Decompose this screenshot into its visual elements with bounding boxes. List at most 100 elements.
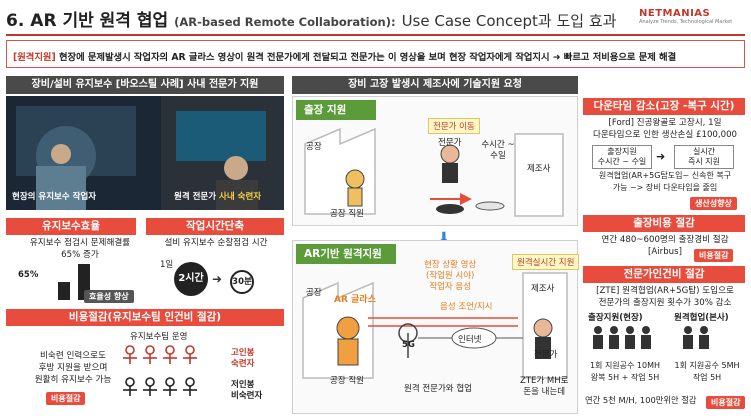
- labor-remote-line1: 1회 지원공수 5MH: [674, 361, 740, 370]
- zte-note-line2: 돈을 내는데: [523, 387, 566, 397]
- downtime-box-onsite: 출장지원 수시간 ~ 수일: [592, 145, 652, 169]
- onsite-factory-label: 공장: [306, 142, 322, 152]
- ar-support-header: AR기반 원격지원: [296, 244, 396, 264]
- onsite-expert-label: 전문가: [438, 138, 462, 148]
- ar-glass-label: AR 글라스: [334, 295, 376, 305]
- realtime-callout: 원격실시간 지원: [512, 254, 580, 270]
- photo-caption-right: 원격 전문가 사내 숙련자: [174, 190, 261, 202]
- labor-cost-line2: 전문가의 출장지원 횟수가 30% 감소: [598, 298, 732, 308]
- internet-label: 인터넷: [458, 335, 482, 345]
- downtime-conclusion: 원격협업(AR+5G탑도입~ 신속한 복구 가능 ~> 장비 다운타임을 줄임: [585, 170, 745, 194]
- productivity-badge: 생산성향상: [690, 197, 737, 210]
- summary-banner: [원격지원] 현장에 문제발생시 작업자의 AR 글라스 영상이 원격 전문가에…: [6, 40, 745, 68]
- labor-foot: 연간 5천 M/H, 100만위안 절감: [585, 395, 697, 405]
- arrow-down-icon: ⬇: [438, 230, 450, 246]
- time-comparison: 1일 2시간 ➜ 30분: [160, 258, 280, 298]
- labor-people-icon: [593, 326, 709, 349]
- legend-high: 고인봉 숙련자: [231, 348, 254, 370]
- ar-worker-label: 공장 직원: [330, 376, 364, 386]
- trip-cost-badge: 비용절감: [694, 249, 734, 262]
- collab-label: 원격 전문가와 협업: [404, 384, 472, 394]
- time-text: 설비 유지보수 순찰점검 시간: [164, 238, 268, 248]
- video-line2: (작업원 시야): [425, 271, 475, 281]
- time-badge-2h: 2시간: [174, 262, 208, 296]
- labor-badge: 비용절감: [706, 396, 746, 409]
- zte-note-line1: ZTE가 MH로: [520, 376, 569, 386]
- team-people-icon: [123, 345, 197, 396]
- title-number: 6.: [6, 11, 25, 31]
- onsite-support-diagram: [304, 127, 564, 217]
- labor-remote-detail: 1회 지원공수 5MH 작업 5H: [668, 360, 746, 384]
- cost-header: 비용절감(유지보수팀 인건비 절감): [6, 309, 284, 326]
- expert-moving-callout: 전문가 이동: [428, 118, 480, 134]
- cost-badge: 비용절감: [46, 392, 86, 405]
- box-onsite-line1: 출장지원: [607, 147, 637, 156]
- time-badge-30m: 30분: [230, 270, 254, 294]
- left-section-header: 장비/설비 유지보수 [바오스틸 사례] 사내 전문가 지원: [6, 76, 284, 94]
- onsite-support-header: 출장 지원: [296, 100, 376, 120]
- efficiency-text: 유지보수 점검시 문제해결률 65% 증가: [24, 237, 136, 261]
- trip-cost-line1: 연간 480~600명의 출장경비 절감: [601, 235, 729, 245]
- trip-cost-line2: [Airbus]: [648, 247, 682, 257]
- downtime-conclusion-line2: 가능 ~> 장비 다운타임을 줄임: [612, 183, 718, 192]
- cost-text-line3: 원활히 유지보수 가능: [34, 375, 112, 385]
- labor-col-remote: 원격협업(본사): [674, 313, 729, 323]
- voice-advice-label: 음성 조언/지시: [440, 302, 493, 312]
- efficiency-bar-before: [58, 282, 70, 300]
- ar-maker-label: 제조사: [531, 284, 555, 294]
- legend-high-line1: 고인봉: [231, 348, 255, 358]
- arrow-right-icon: ➜: [212, 272, 223, 286]
- box-realtime-line2: 즉시 지원: [688, 157, 720, 166]
- fiveg-label: 5G: [402, 340, 415, 350]
- downtime-text: [Ford] 진공왕골로 고장시, 1일 다운타임으로 인한 생산손실 £100…: [585, 117, 745, 141]
- video-line3: 작업자 음성: [429, 282, 472, 292]
- efficiency-text-line2: 65% 증가: [61, 250, 99, 260]
- maintenance-photo: 현장의 유지보수 작업자 원격 전문가 사내 숙련자: [6, 96, 284, 210]
- box-realtime-line1: 실시간: [692, 147, 716, 156]
- efficiency-badge: 효율성 향상: [84, 290, 134, 303]
- banner-text: 현장에 문제발생시 작업자의 AR 글라스 영상이 원격 전문가에게 전달되고 …: [58, 52, 677, 63]
- efficiency-text-line1: 유지보수 점검시 문제해결률: [29, 238, 131, 248]
- legend-high-line2: 숙련자: [231, 359, 255, 369]
- labor-onsite-detail: 1회 지원공수 10MH 왕복 5H + 작업 5H: [585, 360, 665, 384]
- video-line1: 현장 상황 영상: [424, 260, 477, 270]
- legend-low: 저인봉 비숙련자: [231, 380, 262, 402]
- middle-section-header: 장비 고장 발생시 제조사에 기술지원 요청: [292, 76, 578, 94]
- efficiency-header: 유지보수효율: [6, 218, 136, 235]
- ar-support-diagram: [302, 272, 568, 379]
- ar-factory-label: 공장: [306, 288, 322, 298]
- labor-col-onsite: 출장지원(현장): [588, 313, 643, 323]
- box-onsite-line2: 수시간 ~ 수일: [597, 157, 647, 166]
- labor-cost-header: 전문가인건비 절감: [583, 266, 745, 283]
- cost-text: 비숙련 인력으로도 후방 지원을 받으며 원활히 유지보수 가능: [28, 350, 118, 386]
- video-stream-label: 현장 상황 영상 (작업원 시야) 작업자 음성: [424, 260, 476, 293]
- ar-expert-label: 전문가: [534, 350, 558, 360]
- time-from-label: 1일: [160, 260, 174, 270]
- labor-remote-line2: 작업 5H: [692, 373, 722, 382]
- logo-text: NETMANIAS: [639, 8, 711, 19]
- trip-cost-text: 연간 480~600명의 출장경비 절감 [Airbus]: [585, 234, 745, 258]
- onsite-duration-label: 수시간 ~수일: [481, 140, 515, 161]
- labor-onsite-line2: 왕복 5H + 작업 5H: [590, 373, 660, 382]
- downtime-header: 다운타임 감소(고장 -복구 시간): [583, 98, 745, 115]
- labor-cost-line1: [ZTE] 원격협업(AR+5G탑) 도입으로: [596, 286, 734, 296]
- downtime-conclusion-line1: 원격협업(AR+5G탑도입~ 신속한 복구: [598, 171, 732, 180]
- title-korean: AR 기반 원격 협업: [30, 11, 169, 31]
- page-title: 6. AR 기반 원격 협업 (AR-based Remote Collabor…: [6, 6, 626, 34]
- banner-tag: [원격지원]: [13, 52, 56, 63]
- legend-low-line1: 저인봉: [231, 380, 255, 390]
- photo-caption-left: 현장의 유지보수 작업자: [12, 192, 97, 202]
- labor-cost-text: [ZTE] 원격협업(AR+5G탑) 도입으로 전문가의 출장지원 횟수가 30…: [585, 285, 745, 309]
- logo-tagline: Analyze Trends, Technological Market: [639, 19, 733, 25]
- netmanias-logo: NETMANIAS Analyze Trends, Technological …: [639, 8, 743, 32]
- downtime-line2: 다운타임으로 인한 생산손실 £100,000: [592, 130, 738, 140]
- cost-text-line1: 비숙련 인력으로도: [40, 351, 106, 361]
- caption-inhouse-expert: 사내 숙련자: [219, 192, 262, 202]
- zte-note: ZTE가 MH로 돈을 내는데: [520, 376, 568, 398]
- onsite-worker-label: 공장 직원: [330, 209, 364, 219]
- labor-onsite-line1: 1회 지원공수 10MH: [589, 361, 661, 370]
- cost-team-label: 유지보수팀 운영: [130, 332, 188, 342]
- title-english: (AR-based Remote Collaboration):: [174, 15, 396, 29]
- downtime-line1: [Ford] 진공왕골로 고장시, 1일: [608, 118, 722, 128]
- efficiency-bar-label: 65%: [18, 270, 39, 280]
